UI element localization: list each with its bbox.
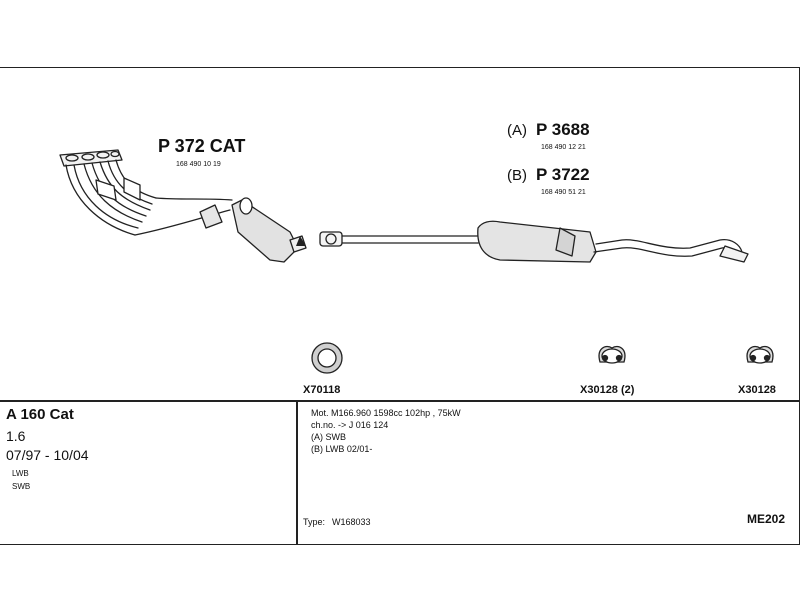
info-divider — [0, 400, 800, 402]
info-column-divider — [296, 400, 298, 545]
hanger-pair-label: X30128 (2) — [580, 384, 635, 396]
reference-code: ME202 — [747, 512, 786, 526]
variant-a-label: (A) — [507, 122, 527, 139]
joint-flange — [319, 231, 343, 247]
ring-gasket-icon — [311, 342, 343, 374]
catalytic-converter — [231, 197, 307, 263]
part-b-code: P 3722 — [536, 165, 590, 184]
manifold-runners — [65, 159, 157, 236]
type-label: Type: — [303, 517, 326, 527]
cat-oem-number: 168 490 10 19 — [176, 161, 221, 168]
hanger-single-label: X30128 — [738, 384, 776, 396]
spec-variant-b: (B) LWB 02/01- — [311, 444, 373, 454]
front-pipe — [134, 197, 233, 236]
cat-part-code: P 372 CAT — [158, 136, 246, 156]
spec-chassis: ch.no. -> J 016 124 — [311, 420, 389, 430]
spec-engine: Mot. M166.960 1598cc 102hp , 75kW — [311, 408, 461, 418]
variant-lwb: LWB — [12, 469, 29, 478]
production-years: 07/97 - 10/04 — [6, 447, 89, 463]
middle-pipe — [341, 235, 479, 244]
engine-size: 1.6 — [6, 428, 26, 444]
tailpipe — [593, 239, 749, 263]
type-value: W168033 — [332, 517, 371, 527]
rear-silencer — [477, 220, 597, 263]
rubber-hanger-icon-2 — [746, 345, 774, 364]
rubber-hanger-icon — [598, 345, 626, 364]
manifold-flange — [59, 149, 123, 167]
frame-right-border — [798, 67, 800, 545]
spec-variant-a: (A) SWB — [311, 432, 346, 442]
variant-swb: SWB — [12, 482, 31, 491]
variant-b-label: (B) — [507, 167, 527, 184]
ring-part-label: X70118 — [303, 384, 341, 396]
part-a-oem-number: 168 490 12 21 — [541, 144, 586, 151]
vehicle-model: A 160 Cat — [6, 406, 74, 423]
part-a-code: P 3688 — [536, 120, 590, 139]
diagram-frame — [0, 67, 799, 545]
part-b-oem-number: 168 490 51 21 — [541, 189, 586, 196]
